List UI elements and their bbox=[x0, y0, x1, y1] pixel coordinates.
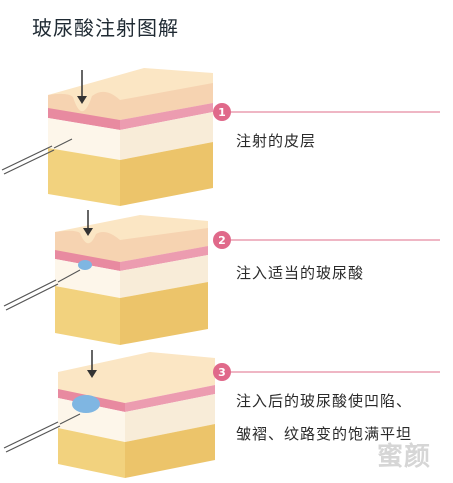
skin-block-2-dermis bbox=[55, 259, 120, 298]
syringe-3 bbox=[3, 413, 81, 453]
step-3-label-line-2: 皱褶、纹路变的饱满平坦 bbox=[236, 425, 413, 443]
skin-block-2-surface bbox=[55, 228, 208, 262]
filler-blob-3 bbox=[72, 395, 100, 413]
skin-block-3-epidermis-side bbox=[125, 385, 215, 412]
skin-block-1-fat-side bbox=[120, 142, 213, 206]
skin-block-1-fat bbox=[48, 148, 120, 206]
skin-block-1-epidermis-side bbox=[120, 103, 213, 130]
step-1-label: 注射的皮层 bbox=[236, 132, 317, 150]
step-2-label: 注入适当的玻尿酸 bbox=[236, 264, 365, 282]
skin-block-1-dermis bbox=[48, 118, 120, 160]
step-1-badge bbox=[213, 103, 231, 121]
skin-block-2-fat bbox=[55, 286, 120, 345]
skin-block-3-fat-side bbox=[125, 424, 215, 478]
skin-block-1-epidermis bbox=[48, 108, 120, 130]
step-2-number: 2 bbox=[218, 234, 226, 247]
step-1-number: 1 bbox=[218, 106, 226, 119]
skin-block-3-fat bbox=[58, 428, 125, 478]
syringe-1 bbox=[1, 138, 73, 175]
step-2-badge bbox=[213, 231, 231, 249]
watermark: 蜜颜 bbox=[376, 442, 431, 472]
skin-block-1-dermis-side bbox=[120, 112, 213, 160]
page-title: 玻尿酸注射图解 bbox=[32, 16, 179, 40]
needle-arrow-1-head bbox=[77, 96, 87, 104]
step-3-label-line-1: 注入后的玻尿酸使凹陷、 bbox=[236, 392, 413, 410]
skin-block-2-dermis-side bbox=[120, 255, 208, 298]
skin-block-3-top bbox=[58, 352, 215, 403]
skin-block-1 bbox=[48, 68, 213, 206]
step-3-badge bbox=[213, 363, 231, 381]
step-3-number: 3 bbox=[218, 366, 226, 379]
skin-block-3-dermis-side bbox=[125, 394, 215, 442]
filler-blob-2 bbox=[78, 260, 92, 270]
skin-block-1-surface bbox=[48, 83, 213, 120]
skin-block-3 bbox=[58, 352, 215, 478]
needle-arrow-3-head bbox=[87, 370, 97, 378]
needle-arrow-2-head bbox=[83, 228, 93, 236]
skin-block-2 bbox=[55, 215, 208, 345]
skin-block-2-epidermis-side bbox=[120, 246, 208, 271]
syringe-2 bbox=[3, 269, 81, 311]
skin-block-2-fat-side bbox=[120, 282, 208, 345]
